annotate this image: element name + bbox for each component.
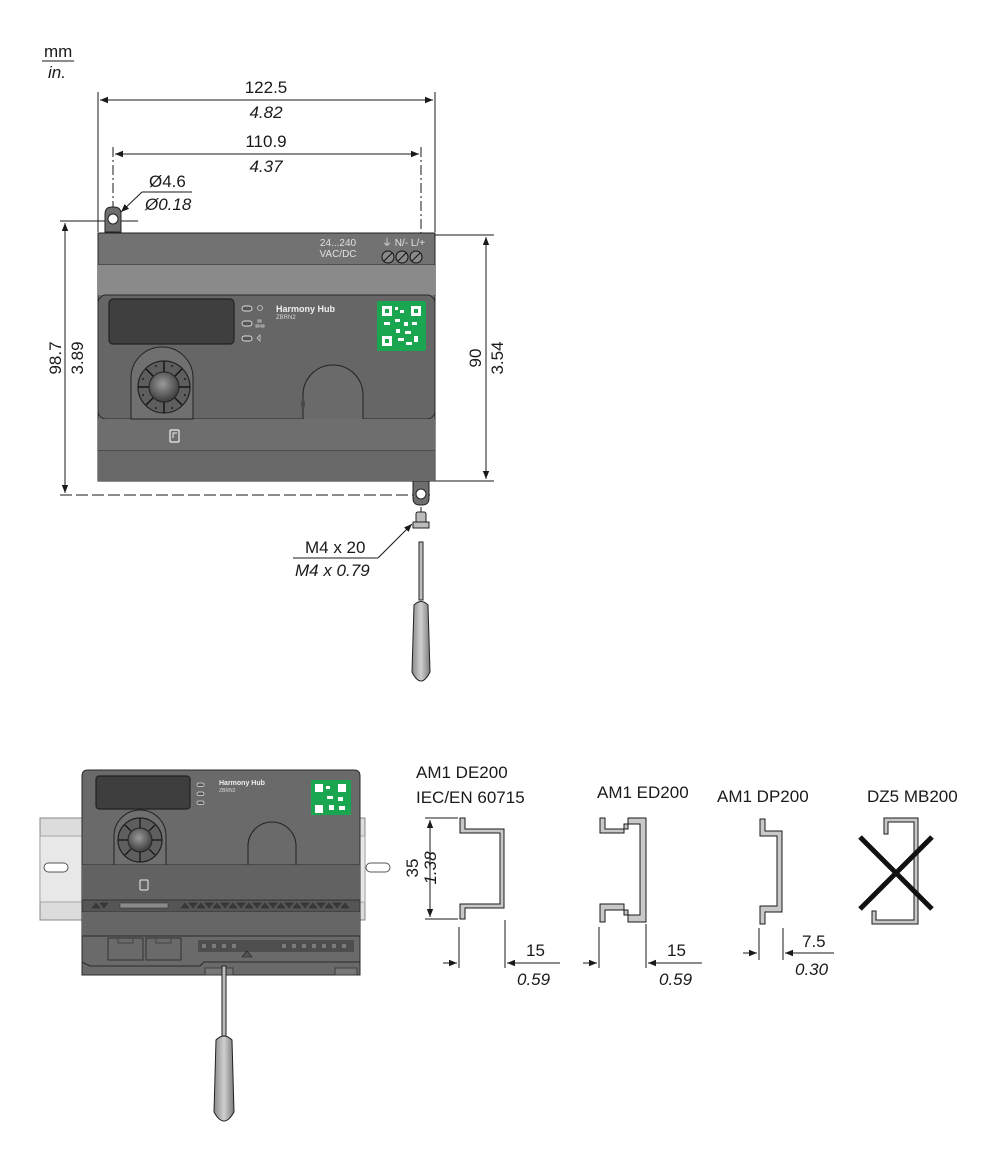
overall-width-in: 4.82 — [249, 103, 283, 122]
rail-name-am1-dp200: AM1 DP200 — [717, 787, 809, 806]
hole-spacing-width-in: 4.37 — [249, 157, 283, 176]
din-device-brand-label: Harmony Hub — [219, 780, 265, 787]
overall-height-mm: 98.7 — [46, 341, 65, 375]
device-din-rail-view — [39, 769, 391, 976]
rail-depth-mm-am1-de200: 15 — [526, 941, 545, 960]
device-brand-label: Harmony Hub — [276, 304, 336, 314]
terminal-labels: ⏚ N/- L/+ — [382, 238, 426, 249]
device-front-view — [97, 206, 436, 506]
screw-size-mm: M4 x 20 — [305, 538, 366, 557]
body-height-in: 3.54 — [488, 341, 507, 375]
rail-profile-am1-de200 — [425, 817, 560, 968]
body-height-mm: 90 — [466, 348, 485, 368]
rail-name-am1-ed200: AM1 ED200 — [597, 783, 689, 802]
hole-diameter-mm: Ø4.6 — [149, 172, 186, 191]
rail-profile-dz5-mb200 — [871, 817, 919, 925]
rail-depth-in-am1-ed200: 0.59 — [659, 970, 693, 989]
rail-depth-in-am1-de200: 0.59 — [517, 970, 551, 989]
device-model-label: ZBRN2 — [276, 315, 296, 321]
rail-depth-mm-am1-ed200: 15 — [667, 941, 686, 960]
power-rating-line1: 24...240 — [319, 238, 357, 249]
hole-diameter-in: Ø0.18 — [145, 195, 192, 214]
rail-name-am1-de200: AM1 DE200 — [416, 763, 508, 782]
rail-depth-mm-am1-dp200: 7.5 — [802, 932, 826, 951]
rail-profile-am1-dp200 — [743, 818, 834, 960]
rail-name-dz5-mb200: DZ5 MB200 — [867, 787, 958, 806]
units-primary-label: mm — [44, 42, 73, 61]
rail-standard-am1-de200: IEC/EN 60715 — [416, 788, 525, 807]
din-device-model-label: ZBRN2 — [219, 788, 236, 794]
screw-and-screwdriver-top — [411, 511, 431, 682]
rail-height-mm-am1-de200: 35 — [403, 858, 422, 878]
overall-height-in: 3.89 — [68, 341, 87, 375]
incompatible-cross-icon — [858, 835, 934, 911]
hole-spacing-width-mm: 110.9 — [245, 132, 287, 151]
screw-size-in: M4 x 0.79 — [295, 561, 370, 580]
units-secondary-label: in. — [48, 63, 66, 82]
rail-profile-am1-ed200 — [583, 817, 702, 968]
power-rating-line2: VAC/DC — [319, 249, 357, 260]
rail-depth-in-am1-dp200: 0.30 — [795, 960, 829, 979]
screwdriver-bottom — [213, 965, 235, 1122]
rail-height-in-am1-de200: 1.38 — [421, 851, 440, 885]
overall-width-mm: 122.5 — [244, 78, 288, 97]
